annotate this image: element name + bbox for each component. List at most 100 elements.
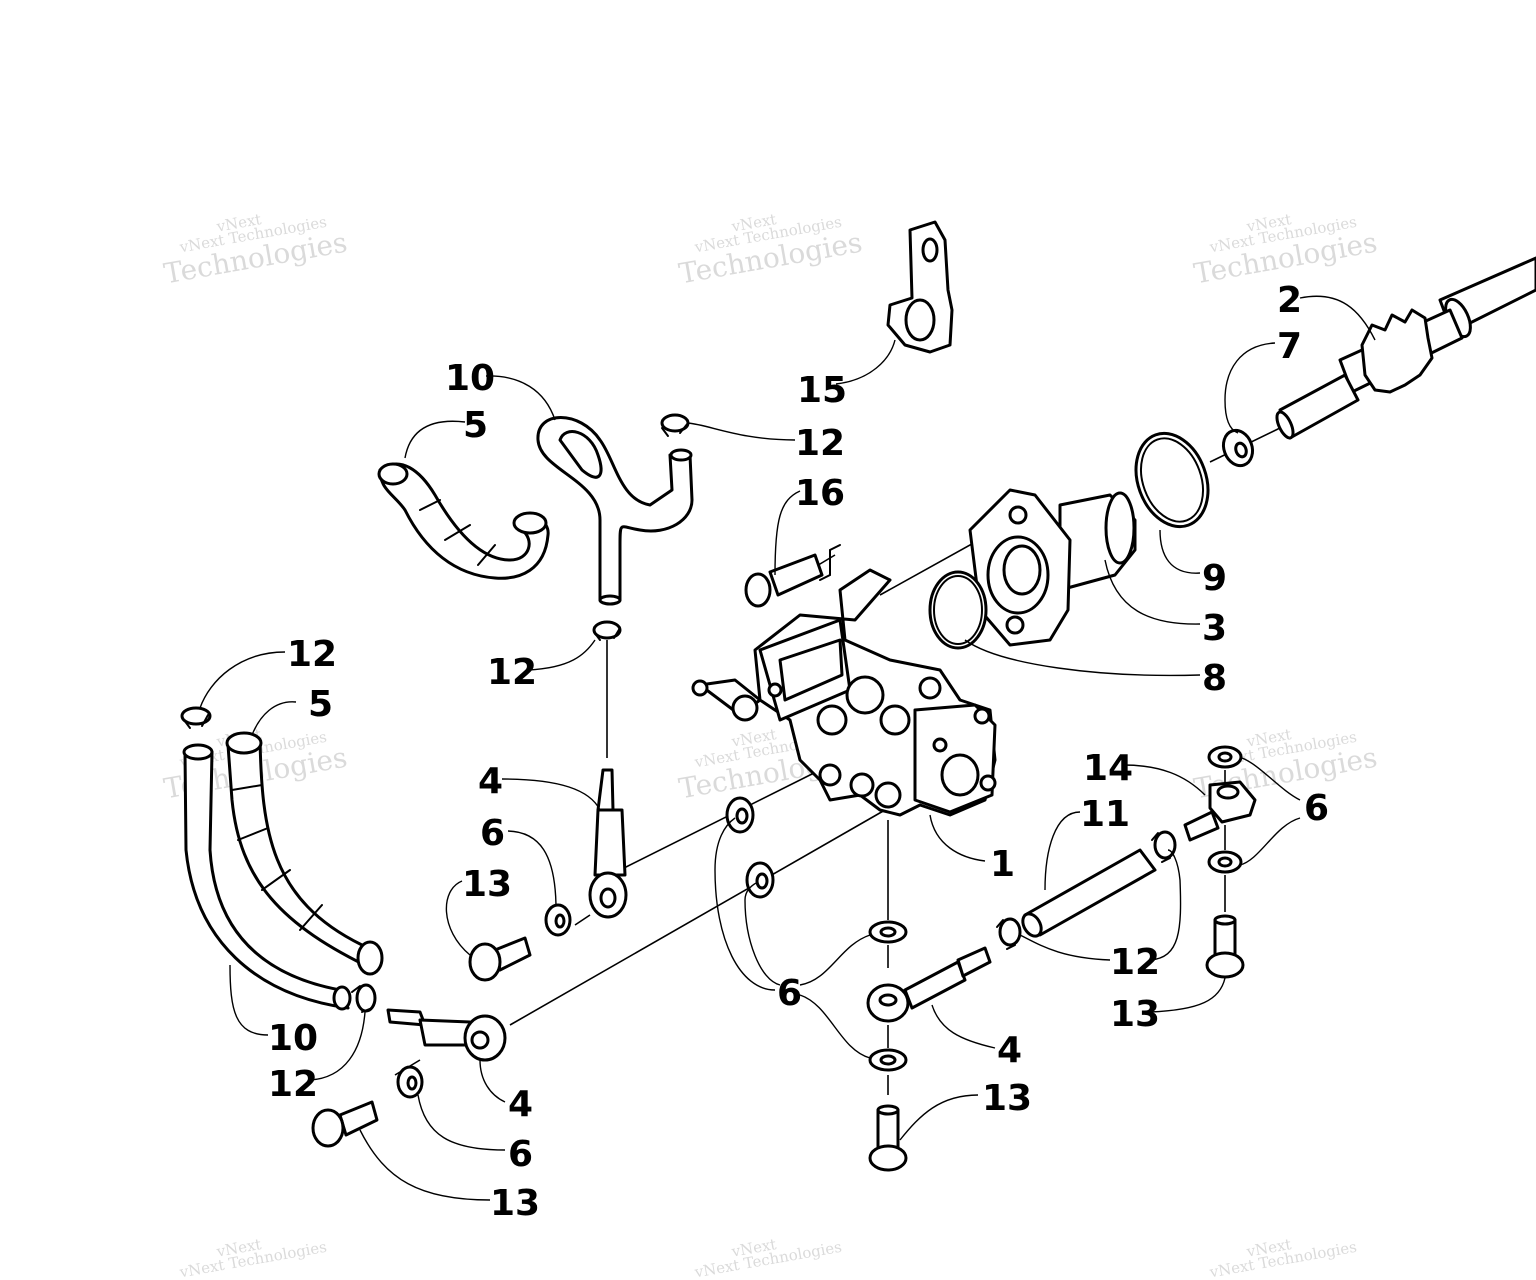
callout-part-12: 12 <box>795 423 845 464</box>
leader-line <box>1044 811 1081 891</box>
clamp-upper-mid <box>592 620 622 641</box>
washer <box>745 861 775 899</box>
leader-line <box>799 934 871 986</box>
axis-line <box>509 809 886 1026</box>
part-4-fitting-lower <box>386 1008 507 1062</box>
callout-part-3: 3 <box>1202 608 1227 649</box>
leader-line <box>1241 757 1301 801</box>
part-9-o-ring <box>1134 431 1210 529</box>
callout-part-6: 6 <box>508 1134 533 1175</box>
callout-part-6: 6 <box>1304 788 1329 829</box>
washer <box>725 796 755 834</box>
part-5-hose-left <box>225 731 384 976</box>
bolt-bottom-center <box>868 1104 908 1172</box>
leader-line <box>929 814 986 862</box>
leader-line <box>1149 977 1226 1013</box>
clamp-left-top <box>180 706 212 729</box>
leader-line <box>1224 342 1276 434</box>
clamp-right-1 <box>1151 830 1177 863</box>
callout-part-14: 14 <box>1083 748 1133 789</box>
leader-line <box>687 422 796 441</box>
part-12-clamps <box>180 413 1177 1013</box>
leader-line <box>1299 295 1376 341</box>
bolt-right <box>1205 914 1245 979</box>
callout-part-4: 4 <box>478 761 503 802</box>
leader-line <box>417 1094 506 1151</box>
callout-part-10: 10 <box>268 1018 318 1059</box>
leader-line <box>527 639 596 671</box>
callout-part-10: 10 <box>445 358 495 399</box>
callout-part-8: 8 <box>1202 658 1227 699</box>
clamp-upper-right <box>660 413 690 437</box>
washer <box>868 920 908 944</box>
leader-line <box>501 778 601 811</box>
leader-line <box>359 1129 491 1201</box>
axis-line <box>619 769 821 871</box>
leader-line <box>404 420 466 459</box>
leader-line <box>479 1059 506 1103</box>
washer <box>1207 850 1243 874</box>
leader-lines <box>199 295 1376 1201</box>
leader-line <box>744 881 781 986</box>
leader-line <box>485 375 556 421</box>
leader-line <box>1149 849 1182 961</box>
part-4-fitting-right <box>866 946 992 1023</box>
washer <box>868 1048 908 1072</box>
part-14-fitting <box>1183 780 1257 842</box>
callout-part-4: 4 <box>508 1084 533 1125</box>
callout-part-12: 12 <box>487 652 537 693</box>
callout-part-5: 5 <box>308 684 333 725</box>
part-11-tube <box>1021 848 1157 938</box>
part-4-fitting-upper <box>588 768 628 919</box>
leader-line <box>309 1011 366 1081</box>
part-6-washers <box>396 745 1243 1099</box>
leader-line <box>199 651 286 709</box>
leader-line <box>1159 529 1201 574</box>
callout-labels: 2 7 15 10 5 12 16 9 3 8 12 12 5 4 6 13 1… <box>268 280 1329 1224</box>
part-10-hose-upper <box>536 416 694 606</box>
callout-part-12: 12 <box>1110 942 1160 983</box>
part-1-oil-pump <box>691 568 997 817</box>
leader-line <box>251 701 297 736</box>
part-8-gasket <box>928 570 988 650</box>
callout-part-13: 13 <box>1110 994 1160 1035</box>
washer <box>544 903 572 937</box>
part-13-bolts <box>311 914 1245 1172</box>
callout-part-12: 12 <box>287 634 337 675</box>
callout-part-13: 13 <box>490 1183 540 1224</box>
part-3-housing-cover <box>968 488 1137 647</box>
callout-part-16: 16 <box>795 473 845 514</box>
callout-part-15: 15 <box>797 370 847 411</box>
part-16-bolt <box>744 544 841 608</box>
leader-line <box>774 490 801 576</box>
callout-part-6: 6 <box>480 813 505 854</box>
part-2-drive-shaft <box>1275 256 1536 440</box>
callout-part-6: 6 <box>777 973 802 1014</box>
leader-line <box>229 964 269 1036</box>
leader-line <box>931 1004 996 1049</box>
leader-line <box>964 639 1201 677</box>
leader-line <box>1104 559 1201 625</box>
callout-part-13: 13 <box>982 1078 1032 1119</box>
axis-line <box>574 914 591 926</box>
part-10-hose-left <box>182 743 352 1011</box>
leader-line <box>1019 934 1111 961</box>
leader-line <box>507 830 557 906</box>
washer <box>396 1065 424 1099</box>
assembly-axis-lines <box>394 427 1281 1095</box>
leader-line <box>799 994 871 1059</box>
part-7-washer <box>1221 428 1255 468</box>
leader-line <box>1239 817 1301 866</box>
clamp-right-2 <box>996 917 1022 950</box>
callout-part-7: 7 <box>1277 326 1302 367</box>
callout-part-13: 13 <box>462 864 512 905</box>
leader-line <box>1122 764 1206 796</box>
washer <box>1207 745 1243 769</box>
leader-line <box>445 880 471 956</box>
leader-line <box>899 1094 979 1141</box>
part-5-hose-upper <box>377 462 550 580</box>
part-15-bracket <box>886 220 954 354</box>
leader-line <box>714 817 776 991</box>
callout-part-11: 11 <box>1080 794 1130 835</box>
